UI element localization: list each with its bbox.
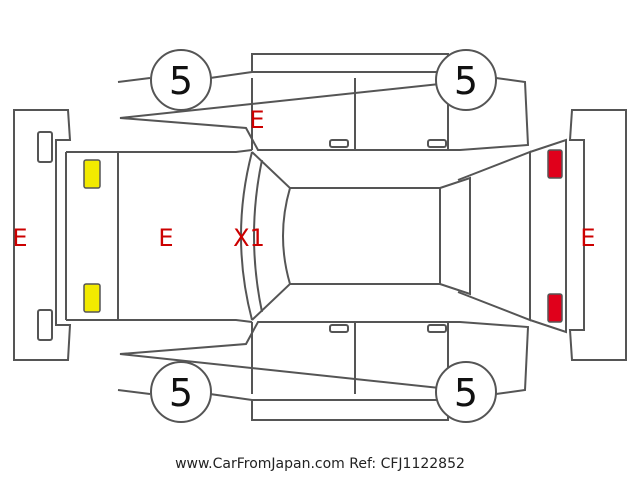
mark-front-bumper: E xyxy=(12,224,27,252)
tyre-front-left: 5 xyxy=(150,49,212,111)
tyre-front-right-grade: 5 xyxy=(169,371,193,415)
car-body xyxy=(65,53,567,421)
front-bumper xyxy=(13,109,72,361)
headlight-left xyxy=(83,159,101,189)
taillight-right xyxy=(547,293,563,323)
tyre-front-right: 5 xyxy=(150,361,212,423)
mark-hood: E xyxy=(158,224,173,252)
footer-reference: www.CarFromJapan.com Ref: CFJ1122852 xyxy=(175,456,465,472)
mark-rear-bumper: E xyxy=(580,224,595,252)
tyre-rear-left: 5 xyxy=(435,49,497,111)
headlight-right xyxy=(83,283,101,313)
rear-bumper xyxy=(568,109,627,361)
taillight-left xyxy=(547,149,563,179)
mark-left-front-fender: E xyxy=(249,106,264,134)
tyre-rear-left-grade: 5 xyxy=(454,59,478,103)
tyre-front-left-grade: 5 xyxy=(169,59,193,103)
tyre-rear-right-grade: 5 xyxy=(454,371,478,415)
mark-windshield: X1 xyxy=(233,224,265,252)
tyre-rear-right: 5 xyxy=(435,361,497,423)
